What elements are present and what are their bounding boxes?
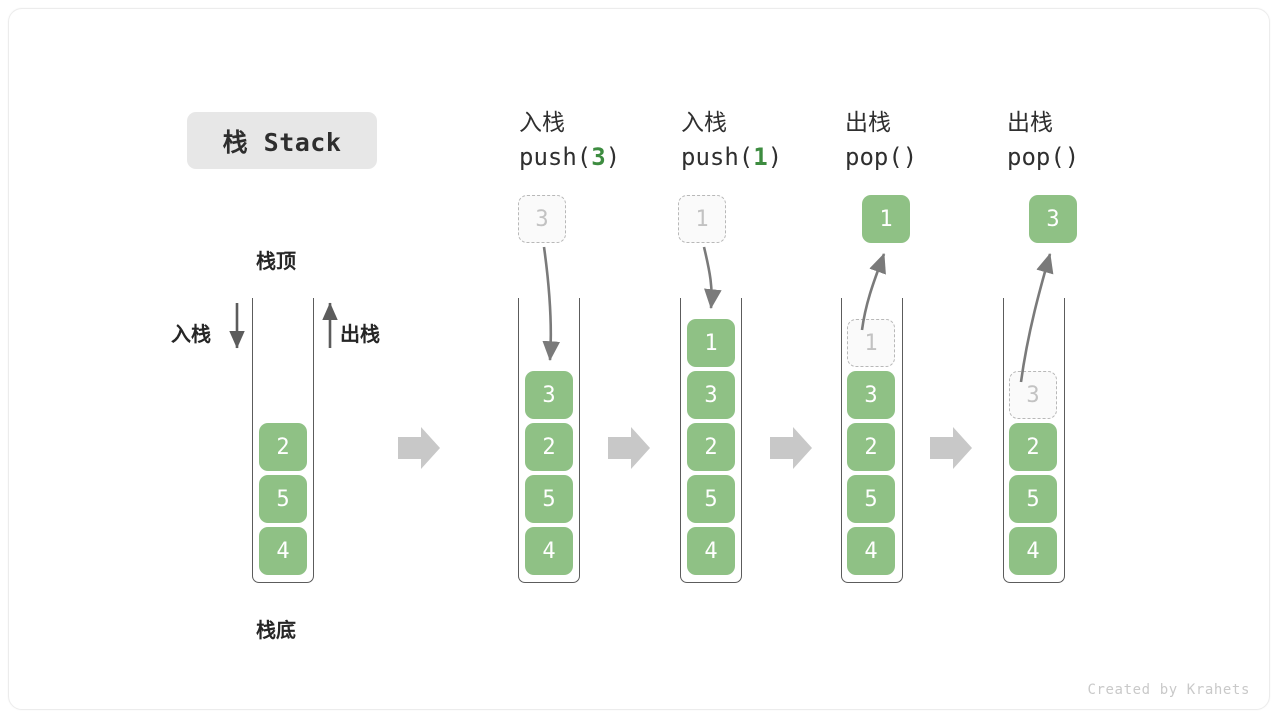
title-pill: 栈 Stack bbox=[187, 112, 377, 169]
pop-direction-label: 出栈 bbox=[340, 322, 380, 346]
stack-container-pop-1 bbox=[841, 298, 903, 583]
column-header-cn: 出栈 bbox=[845, 110, 891, 136]
fn-arg: 1 bbox=[753, 142, 768, 171]
column-header-fn: push(1) bbox=[681, 140, 851, 174]
stack-cell: 2 bbox=[1009, 423, 1057, 471]
stack-cell: 5 bbox=[525, 475, 573, 523]
column-header-push-1: 入栈 push(1) bbox=[681, 107, 851, 174]
stack-cell: 1 bbox=[687, 319, 735, 367]
stack-cell: 3 bbox=[847, 371, 895, 419]
fn-post: ) bbox=[767, 142, 783, 171]
stack-cell: 2 bbox=[847, 423, 895, 471]
column-header-push-3: 入栈 push(3) bbox=[519, 107, 689, 174]
floating-cell-pop-3: 3 bbox=[1029, 195, 1077, 243]
stack-cell: 5 bbox=[259, 475, 307, 523]
column-header-pop-1: 出栈 pop() bbox=[845, 107, 1015, 174]
credit-text: Created by Krahets bbox=[1087, 682, 1250, 698]
stack-cell: 2 bbox=[687, 423, 735, 471]
stack-container-pop-3 bbox=[1003, 298, 1065, 583]
stack-container-initial bbox=[252, 298, 314, 583]
column-header-cn: 出栈 bbox=[1007, 110, 1053, 136]
column-header-cn: 入栈 bbox=[519, 110, 565, 136]
stack-cell: 4 bbox=[259, 527, 307, 575]
floating-cell-push-3: 3 bbox=[518, 195, 566, 243]
stack-cell: 3 bbox=[525, 371, 573, 419]
fn-pre: push( bbox=[519, 142, 592, 171]
stack-bottom-label: 栈底 bbox=[256, 618, 296, 642]
column-header-cn: 入栈 bbox=[681, 110, 727, 136]
stack-cell: 5 bbox=[847, 475, 895, 523]
stack-cell-removed: 1 bbox=[847, 319, 895, 367]
stack-cell: 5 bbox=[687, 475, 735, 523]
stack-container-push-3 bbox=[518, 298, 580, 583]
fn-arg: 3 bbox=[591, 142, 606, 171]
stack-cell: 4 bbox=[687, 527, 735, 575]
column-header-fn: push(3) bbox=[519, 140, 689, 174]
floating-cell-push-1: 1 bbox=[678, 195, 726, 243]
stack-cell: 4 bbox=[847, 527, 895, 575]
fn-post: ) bbox=[605, 142, 621, 171]
stack-cell: 4 bbox=[1009, 527, 1057, 575]
column-header-pop-3: 出栈 pop() bbox=[1007, 107, 1177, 174]
stack-cell: 3 bbox=[687, 371, 735, 419]
column-header-fn: pop() bbox=[845, 140, 1015, 174]
stack-cell: 2 bbox=[525, 423, 573, 471]
stack-cell: 5 bbox=[1009, 475, 1057, 523]
stack-top-label: 栈顶 bbox=[256, 249, 296, 273]
stack-container-push-1 bbox=[680, 298, 742, 583]
fn-pre: push( bbox=[681, 142, 754, 171]
fn-pre: pop( bbox=[1007, 142, 1065, 171]
floating-cell-pop-1: 1 bbox=[862, 195, 910, 243]
stack-cell: 4 bbox=[525, 527, 573, 575]
fn-post: ) bbox=[902, 142, 918, 171]
fn-post: ) bbox=[1064, 142, 1080, 171]
stack-cell-removed: 3 bbox=[1009, 371, 1057, 419]
stack-cell: 2 bbox=[259, 423, 307, 471]
column-header-fn: pop() bbox=[1007, 140, 1177, 174]
fn-pre: pop( bbox=[845, 142, 903, 171]
push-direction-label: 入栈 bbox=[171, 322, 211, 346]
